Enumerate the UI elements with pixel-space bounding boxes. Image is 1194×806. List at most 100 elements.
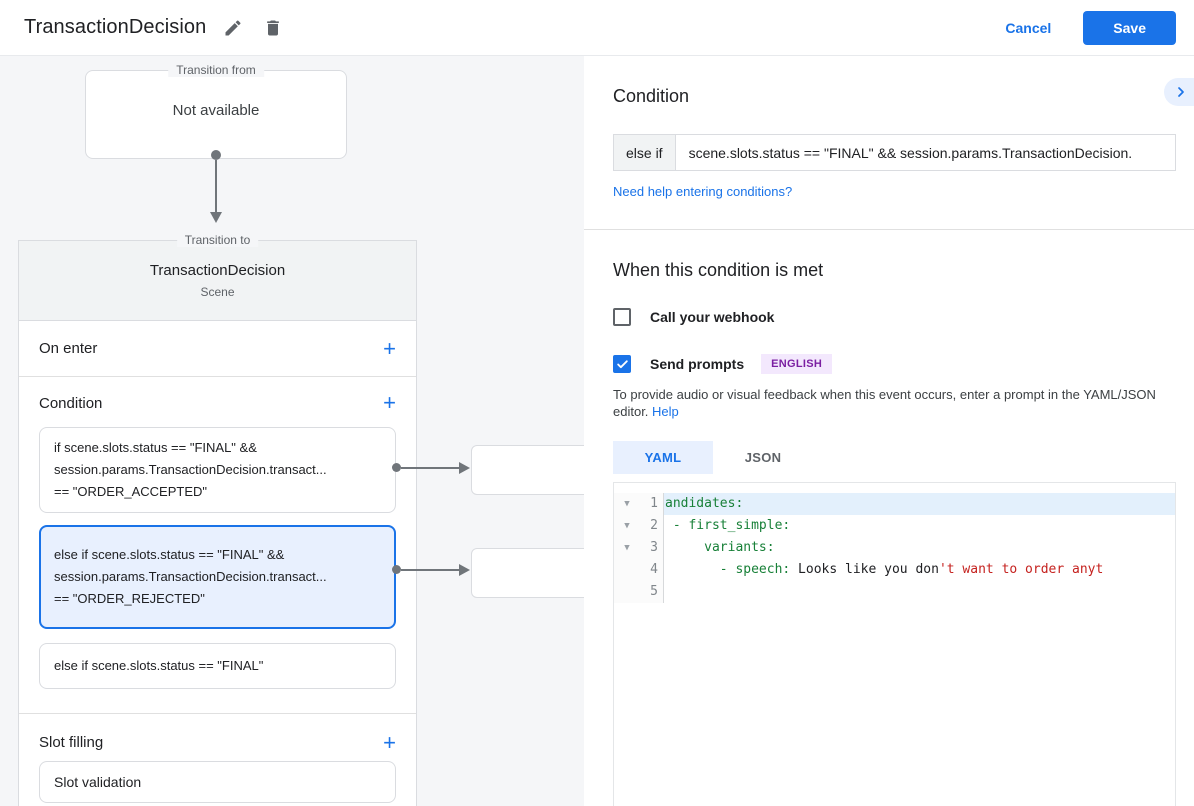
call-webhook-checkbox[interactable] [613, 308, 631, 326]
condition-label: Condition [39, 394, 103, 412]
code-content[interactable]: - speech: Looks like you don't want to o… [664, 559, 1175, 581]
slot-filling-section-header: Slot filling + [19, 714, 416, 761]
slot-filling-label: Slot filling [39, 734, 104, 751]
transition-target-box[interactable] [471, 548, 584, 598]
condition-line: if scene.slots.status == "FINAL" && [54, 440, 257, 455]
call-webhook-label: Call your webhook [650, 309, 775, 325]
slot-cards: Slot validation [19, 761, 416, 806]
code-content[interactable]: - first_simple: [664, 515, 1175, 537]
condition-cards: if scene.slots.status == "FINAL" && sess… [19, 423, 416, 714]
save-button[interactable]: Save [1083, 10, 1176, 45]
collapse-panel-button[interactable] [1164, 78, 1194, 106]
fold-arrow-icon[interactable]: ▼ [614, 493, 640, 515]
line-number: 3 [640, 537, 664, 559]
condition-line: == "ORDER_ACCEPTED" [54, 484, 207, 499]
code-segment-plain: Looks like you don [790, 562, 939, 577]
code-segment-key: - speech: [665, 562, 791, 577]
connector-line [401, 467, 459, 469]
send-prompts-checkbox[interactable] [613, 355, 631, 373]
scene-header[interactable]: TransactionDecision Scene [19, 241, 416, 321]
scene-title: TransactionDecision [149, 262, 286, 279]
pencil-icon [223, 18, 243, 38]
code-content[interactable] [664, 581, 1175, 603]
when-condition-met-title: When this condition is met [613, 260, 824, 280]
connector-dot [392, 565, 401, 574]
condition-line: else if scene.slots.status == "FINAL" && [54, 547, 285, 562]
cancel-button[interactable]: Cancel [989, 12, 1067, 44]
condition-card-order-accepted[interactable]: if scene.slots.status == "FINAL" && sess… [39, 427, 396, 513]
tab-yaml[interactable]: YAML [613, 441, 713, 474]
condition-line: session.params.TransactionDecision.trans… [54, 462, 327, 477]
tab-json[interactable]: JSON [744, 450, 782, 465]
delete-scene-button[interactable] [256, 11, 290, 45]
trash-icon [263, 18, 283, 38]
fold-arrow-icon[interactable]: ▼ [614, 515, 640, 537]
code-line: 4 - speech: Looks like you don't want to… [614, 559, 1175, 581]
transition-to-legend: Transition to [176, 233, 259, 247]
condition-input-row: else if scene.slots.status == "FINAL" &&… [613, 134, 1176, 171]
fold-cell-empty [614, 559, 640, 581]
arrow-right-icon [459, 564, 470, 576]
code-line: ▼3 variants: [614, 537, 1175, 559]
flow-canvas: Transition from Not available Transition… [0, 56, 584, 806]
condition-detail-panel: Condition else if scene.slots.status == … [584, 56, 1194, 806]
check-icon [616, 358, 629, 371]
code-segment-key: variants: [665, 540, 775, 555]
slot-validation-card[interactable]: Slot validation [39, 761, 396, 803]
transition-from-box[interactable]: Transition from Not available [85, 63, 347, 159]
add-on-enter-button[interactable]: + [383, 335, 396, 361]
on-enter-label: On enter [39, 340, 98, 357]
panel-condition-title: Condition [613, 86, 690, 106]
condition-card-order-rejected-selected[interactable]: else if scene.slots.status == "FINAL" &&… [39, 525, 396, 629]
language-badge: ENGLISH [761, 354, 833, 374]
connector-line [401, 569, 459, 571]
send-prompts-label: Send prompts [650, 356, 745, 372]
condition-line: session.params.TransactionDecision.trans… [54, 569, 327, 584]
send-prompts-row: Send prompts ENGLISH [613, 354, 1176, 374]
transition-from-legend: Transition from [168, 63, 264, 77]
condition-line: == "ORDER_REJECTED" [54, 591, 205, 606]
code-content[interactable]: andidates: [664, 493, 1175, 515]
connector-line [215, 160, 217, 212]
transition-target-box[interactable] [471, 445, 584, 495]
scene-card: Transition to TransactionDecision Scene … [18, 233, 417, 806]
transition-from-content: Not available [172, 102, 260, 119]
condition-line: else if scene.slots.status == "FINAL" [54, 658, 264, 673]
editor-tabs: YAML JSON [613, 441, 1176, 474]
scene-subtitle: Scene [200, 285, 235, 299]
panel-divider [584, 229, 1194, 230]
condition-section-header: Condition + [19, 377, 416, 423]
prompt-description-text: To provide audio or visual feedback when… [613, 387, 1156, 419]
help-link[interactable]: Help [652, 404, 679, 419]
code-line: ▼2 - first_simple: [614, 515, 1175, 537]
fold-cell-empty [614, 581, 640, 603]
code-segment-key: andidates: [665, 496, 744, 511]
else-if-prefix: else if [613, 134, 675, 171]
code-content[interactable]: variants: [664, 537, 1175, 559]
line-number: 5 [640, 581, 664, 603]
code-segment-str: 't want to order anyt [938, 562, 1104, 577]
code-line: 5 [614, 581, 1175, 603]
condition-help-link[interactable]: Need help entering conditions? [613, 184, 793, 199]
add-slot-button[interactable]: + [383, 729, 396, 755]
arrow-down-icon [210, 212, 222, 223]
condition-card-final[interactable]: else if scene.slots.status == "FINAL" [39, 643, 396, 689]
prompt-description: To provide audio or visual feedback when… [613, 386, 1169, 420]
connector-dot [392, 463, 401, 472]
line-number: 4 [640, 559, 664, 581]
code-segment-key: - first_simple: [665, 518, 791, 533]
page-title: TransactionDecision [24, 16, 207, 38]
line-number: 2 [640, 515, 664, 537]
top-bar: TransactionDecision Cancel Save [0, 0, 1194, 56]
edit-title-button[interactable] [216, 11, 250, 45]
webhook-row: Call your webhook [613, 308, 1176, 326]
fold-arrow-icon[interactable]: ▼ [614, 537, 640, 559]
add-condition-button[interactable]: + [383, 390, 396, 415]
arrow-right-icon [459, 462, 470, 474]
line-number: 1 [640, 493, 664, 515]
on-enter-section: On enter + [19, 321, 416, 377]
condition-expression-input[interactable]: scene.slots.status == "FINAL" && session… [674, 134, 1176, 171]
chevron-right-icon [1173, 84, 1189, 100]
